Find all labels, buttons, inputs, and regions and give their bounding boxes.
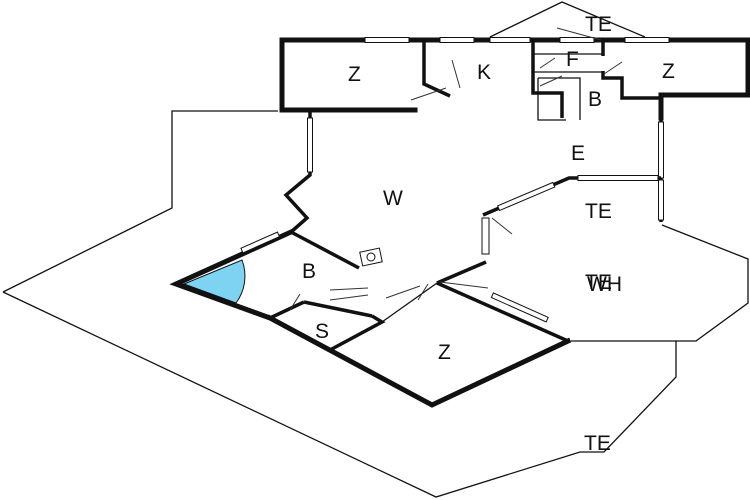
door-swing-12 (385, 285, 421, 299)
door-swing-8 (329, 287, 369, 291)
top-terrace-outline (489, 1, 646, 38)
window-top-5 (624, 37, 670, 43)
door-swing-7 (491, 217, 513, 235)
label-z-bottom: Z (438, 341, 451, 364)
partition-b-top (537, 77, 581, 121)
window-right (658, 121, 664, 179)
door-swing-4 (603, 61, 623, 75)
window-top-4 (559, 37, 595, 43)
door-swing-5 (539, 75, 563, 87)
window-top-3 (489, 37, 531, 43)
label-z-top-left: Z (348, 63, 361, 86)
label-b-bottom: B (302, 260, 316, 283)
label-te-overlap: TE (585, 271, 612, 294)
door-swing-9 (289, 293, 301, 311)
bathroom-wall-right (290, 230, 360, 270)
terrace-outline (2, 110, 749, 498)
door-swing-2 (451, 59, 461, 89)
door-swing-6 (556, 27, 602, 41)
window-right-2 (658, 179, 664, 221)
diagonal-wall-right (482, 176, 661, 217)
bedroom-left-wall (381, 282, 438, 323)
window-diag-2 (577, 175, 659, 181)
label-te-bottom: TE (584, 432, 611, 455)
shower-icon (182, 259, 246, 304)
partition-z-k (422, 40, 451, 98)
partition-f-line (533, 53, 603, 73)
door-swing-1 (410, 87, 447, 101)
window-low-right (490, 292, 549, 323)
window-left (307, 117, 313, 173)
door-swing-10 (417, 283, 429, 301)
door-swing-13 (329, 294, 369, 301)
partition-f-z (601, 40, 661, 100)
label-b-top: B (588, 88, 602, 111)
diagonal-wall-lower (436, 260, 487, 285)
label-s: S (315, 320, 329, 343)
label-z-top-right: Z (662, 60, 675, 83)
left-living-wall (283, 110, 312, 234)
label-wh: WH (587, 273, 622, 296)
window-top-1 (364, 37, 410, 43)
door-swing-11 (439, 281, 489, 289)
door-swing-3 (539, 57, 556, 69)
label-f: F (566, 48, 579, 71)
label-te-right: TE (585, 200, 612, 223)
stove-icon (359, 247, 383, 267)
bedroom-upper-wall (436, 281, 569, 343)
label-te-top: TE (585, 13, 612, 36)
window-top-2 (439, 37, 475, 43)
window-diag-1 (496, 181, 556, 212)
lower-outer-wall (169, 228, 572, 408)
label-e: E (571, 142, 585, 165)
partition-k-f (531, 40, 564, 118)
label-k: K (477, 61, 491, 84)
window-living-col (481, 217, 490, 255)
window-bath (240, 231, 281, 254)
label-w: W (383, 187, 403, 210)
